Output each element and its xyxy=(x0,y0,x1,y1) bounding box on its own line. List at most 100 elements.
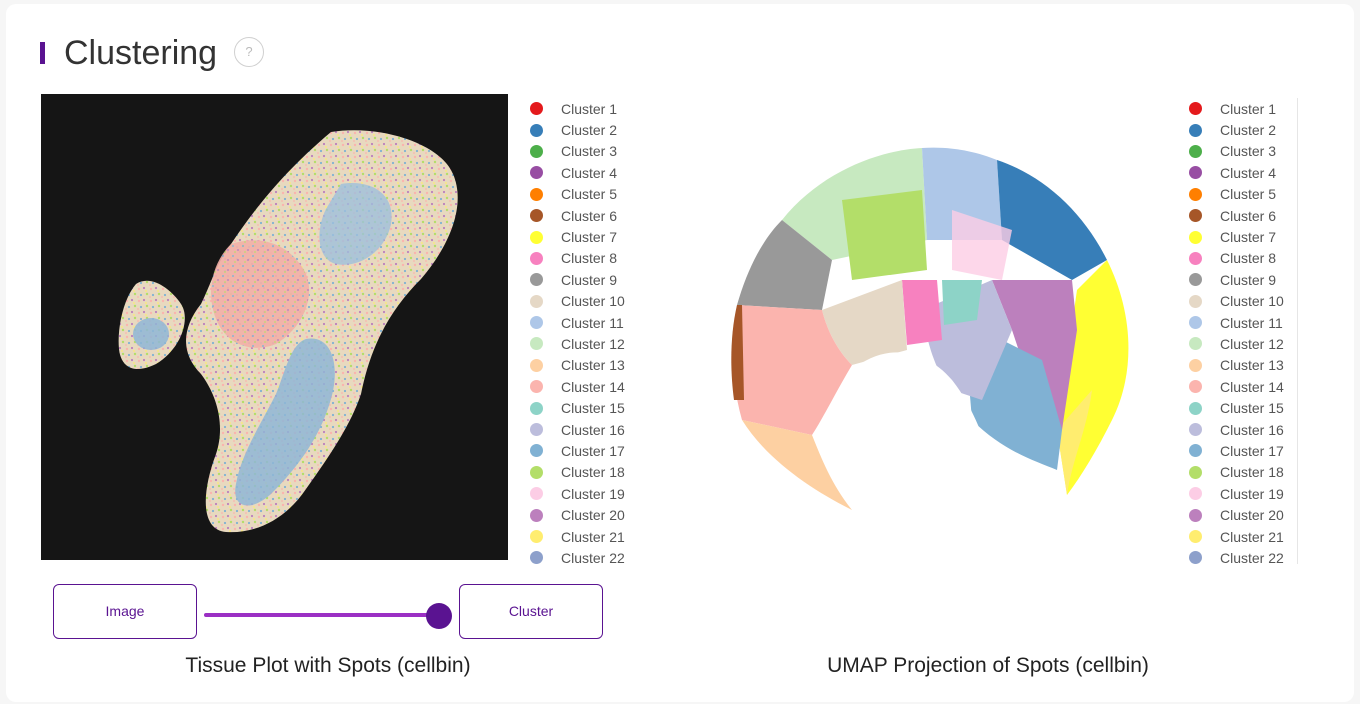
legend-item[interactable]: Cluster 8 xyxy=(1189,248,1297,269)
legend-item-label: Cluster 15 xyxy=(1220,400,1284,417)
legend-item[interactable]: Cluster 18 xyxy=(530,462,650,483)
legend-item[interactable]: Cluster 18 xyxy=(1189,462,1297,483)
legend-item-label: Cluster 7 xyxy=(1220,229,1277,246)
umap-plot-caption: UMAP Projection of Spots (cellbin) xyxy=(827,654,1149,677)
legend-color-dot xyxy=(530,358,543,372)
legend-item[interactable]: Cluster 5 xyxy=(530,184,650,205)
legend-item[interactable]: Cluster 1 xyxy=(1189,98,1297,119)
legend-item-label: Cluster 4 xyxy=(1220,164,1277,181)
legend-item[interactable]: Cluster 8 xyxy=(530,248,650,269)
legend-item[interactable]: Cluster 21 xyxy=(1189,526,1297,547)
legend-color-dot xyxy=(530,273,543,287)
legend-item[interactable]: Cluster 10 xyxy=(530,291,650,312)
legend-item-label: Cluster 10 xyxy=(1220,293,1284,310)
legend-item[interactable]: Cluster 14 xyxy=(530,376,650,397)
legend-item[interactable]: Cluster 5 xyxy=(1189,184,1297,205)
legend-item-label: Cluster 13 xyxy=(561,357,625,374)
legend-color-dot xyxy=(1189,401,1202,415)
legend-color-dot xyxy=(530,144,543,158)
legend-item-label: Cluster 17 xyxy=(1220,442,1284,459)
legend-item[interactable]: Cluster 16 xyxy=(530,419,650,440)
legend-color-dot xyxy=(530,423,543,437)
legend-item-label: Cluster 20 xyxy=(1220,507,1284,524)
umap-region-cluster-18 xyxy=(842,190,927,280)
legend-item-label: Cluster 5 xyxy=(561,186,618,203)
legend-color-dot xyxy=(530,166,543,180)
legend-color-dot xyxy=(1189,273,1202,287)
legend-color-dot xyxy=(530,508,543,522)
legend-item[interactable]: Cluster 6 xyxy=(1189,205,1297,226)
legend-item[interactable]: Cluster 13 xyxy=(1189,355,1297,376)
umap-region-cluster-6 xyxy=(731,305,744,400)
legend-item[interactable]: Cluster 11 xyxy=(1189,312,1297,333)
legend-color-dot xyxy=(530,530,543,543)
umap-region-cluster-14 xyxy=(732,305,852,435)
legend-color-dot xyxy=(1189,187,1202,201)
legend-item-label: Cluster 13 xyxy=(1220,357,1284,374)
image-button[interactable]: Image xyxy=(53,584,197,639)
umap-region-cluster-2 xyxy=(997,160,1107,280)
legend-item[interactable]: Cluster 9 xyxy=(530,269,650,290)
legend-item[interactable]: Cluster 20 xyxy=(530,504,650,525)
legend-color-dot xyxy=(530,444,543,458)
legend-color-dot xyxy=(1189,337,1202,351)
legend-color-dot xyxy=(530,316,543,330)
legend-item[interactable]: Cluster 19 xyxy=(1189,483,1297,504)
legend-item[interactable]: Cluster 2 xyxy=(530,119,650,140)
umap-region-cluster-21 xyxy=(1057,390,1092,495)
legend-item[interactable]: Cluster 4 xyxy=(1189,162,1297,183)
tissue-pink-region xyxy=(211,240,310,348)
legend-item[interactable]: Cluster 1 xyxy=(530,98,650,119)
legend-color-dot xyxy=(1189,380,1202,394)
legend-item[interactable]: Cluster 11 xyxy=(530,312,650,333)
legend-item[interactable]: Cluster 16 xyxy=(1189,419,1297,440)
legend-item-label: Cluster 4 xyxy=(561,164,618,181)
legend-color-dot xyxy=(530,380,543,394)
legend-item[interactable]: Cluster 13 xyxy=(530,355,650,376)
legend-item[interactable]: Cluster 12 xyxy=(1189,333,1297,354)
legend-item[interactable]: Cluster 12 xyxy=(530,333,650,354)
legend-item-label: Cluster 19 xyxy=(1220,485,1284,502)
legend-item[interactable]: Cluster 21 xyxy=(530,526,650,547)
umap-plot[interactable] xyxy=(712,130,1152,530)
opacity-slider-handle[interactable] xyxy=(426,603,452,629)
legend-color-dot xyxy=(1189,166,1202,180)
legend-item[interactable]: Cluster 3 xyxy=(530,141,650,162)
legend-item-label: Cluster 9 xyxy=(561,271,618,288)
tissue-plot[interactable] xyxy=(41,94,508,560)
legend-item[interactable]: Cluster 10 xyxy=(1189,291,1297,312)
legend-item-label: Cluster 14 xyxy=(561,378,625,395)
legend-item[interactable]: Cluster 15 xyxy=(1189,397,1297,418)
legend-item[interactable]: Cluster 7 xyxy=(530,226,650,247)
legend-color-dot xyxy=(1189,487,1202,501)
legend-color-dot xyxy=(530,230,543,244)
legend-item[interactable]: Cluster 6 xyxy=(530,205,650,226)
umap-region-cluster-15 xyxy=(942,280,982,325)
legend-item-label: Cluster 21 xyxy=(1220,528,1284,545)
legend-color-dot xyxy=(1189,508,1202,522)
legend-item-label: Cluster 3 xyxy=(1220,143,1277,160)
legend-item[interactable]: Cluster 19 xyxy=(530,483,650,504)
legend-color-dot xyxy=(1189,465,1202,479)
legend-item[interactable]: Cluster 9 xyxy=(1189,269,1297,290)
legend-item[interactable]: Cluster 17 xyxy=(530,440,650,461)
umap-region-cluster-13 xyxy=(742,420,852,510)
legend-item[interactable]: Cluster 4 xyxy=(530,162,650,183)
legend-item[interactable]: Cluster 22 xyxy=(530,547,650,564)
legend-item[interactable]: Cluster 3 xyxy=(1189,141,1297,162)
legend-item-label: Cluster 8 xyxy=(561,250,618,267)
legend-item[interactable]: Cluster 17 xyxy=(1189,440,1297,461)
legend-item[interactable]: Cluster 7 xyxy=(1189,226,1297,247)
legend-item[interactable]: Cluster 15 xyxy=(530,397,650,418)
cluster-button[interactable]: Cluster xyxy=(459,584,603,639)
legend-item[interactable]: Cluster 14 xyxy=(1189,376,1297,397)
legend-color-dot xyxy=(530,251,543,265)
opacity-slider-track[interactable] xyxy=(204,613,444,617)
legend-item[interactable]: Cluster 2 xyxy=(1189,119,1297,140)
title-accent-bar xyxy=(40,42,45,64)
legend-item-label: Cluster 16 xyxy=(1220,421,1284,438)
help-icon[interactable]: ? xyxy=(234,37,264,67)
legend-item[interactable]: Cluster 20 xyxy=(1189,504,1297,525)
legend-item[interactable]: Cluster 22 xyxy=(1189,547,1297,564)
